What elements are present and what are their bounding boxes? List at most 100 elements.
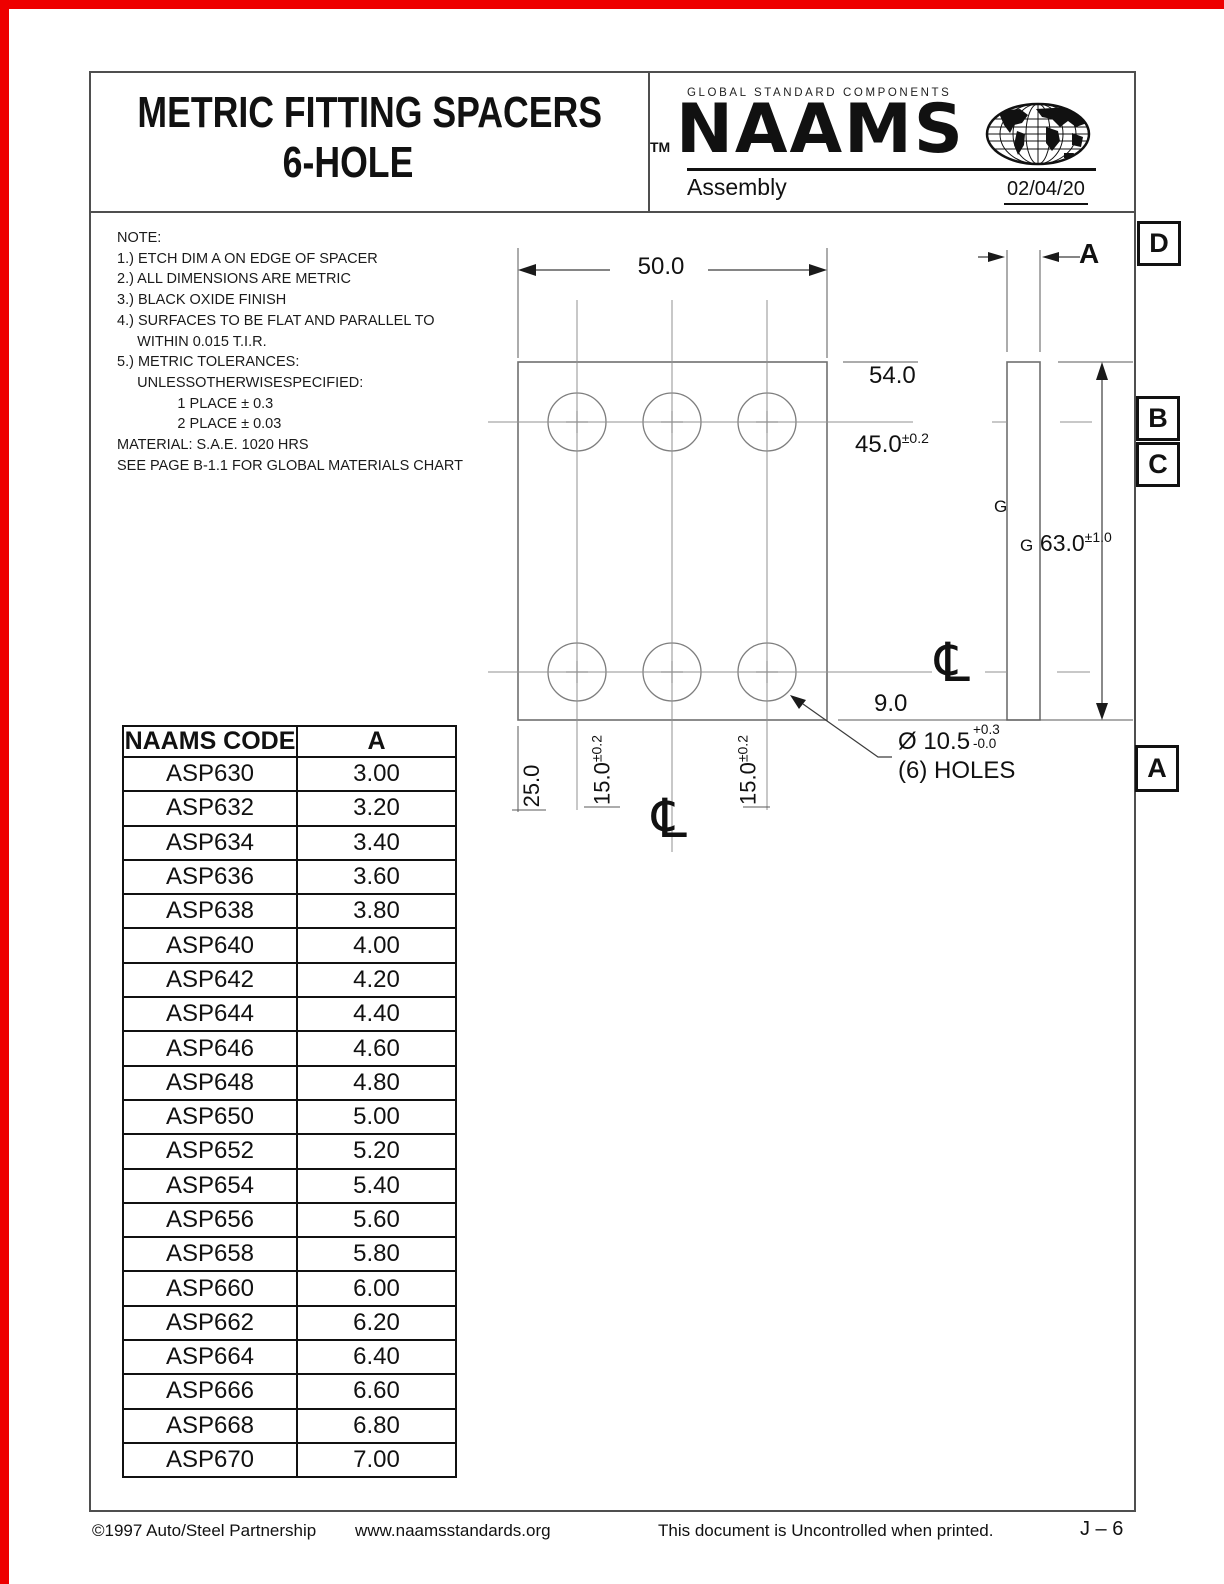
column-header-naams-code: NAAMS CODE: [122, 725, 298, 758]
table-row: ASP666 6.60: [122, 1373, 457, 1410]
column-header-a: A: [296, 725, 457, 758]
dim-a-cell: 5.80: [296, 1236, 457, 1273]
dim-15-right-label: 15.0±0.2: [734, 735, 761, 805]
dim-a-cell: 3.60: [296, 858, 457, 896]
naams-code-cell: ASP650: [122, 1098, 298, 1136]
note-line: SEE PAGE B-1.1 FOR GLOBAL MATERIALS CHAR…: [117, 457, 463, 474]
dim-a-cell: 5.00: [296, 1098, 457, 1136]
brand-tagline: GLOBAL STANDARD COMPONENTS: [687, 87, 952, 99]
table-row: ASP656 5.60: [122, 1201, 457, 1239]
hole-diameter: Ø 10.5: [898, 728, 971, 755]
note-line: 5.) METRIC TOLERANCES:: [117, 354, 300, 371]
note-line: 1.) ETCH DIM A ON EDGE OF SPACER: [117, 250, 378, 267]
zone-marker-c: C: [1136, 442, 1180, 487]
table-row: ASP634 3.40: [122, 824, 457, 861]
dim-45-label: 45.0±0.2: [855, 430, 929, 458]
dim-a-cell: 5.20: [296, 1133, 457, 1170]
brand-underline: [687, 168, 1096, 171]
table-row: ASP630 3.00: [122, 755, 457, 793]
naams-code-cell: ASP664: [122, 1339, 298, 1376]
table-row: ASP662 6.20: [122, 1304, 457, 1342]
dim-a-cell: 3.00: [296, 755, 457, 793]
page-title: METRIC FITTING SPACERS: [137, 88, 603, 137]
hole-tol-minus: -0.0: [973, 735, 997, 751]
dim-a-cell: 4.00: [296, 927, 457, 964]
naams-code-cell: ASP652: [122, 1133, 298, 1170]
note-line: 2.) ALL DIMENSIONS ARE METRIC: [117, 271, 351, 288]
title-logo-divider: [648, 71, 650, 213]
dim-15-left-tolerance: ±0.2: [588, 735, 605, 763]
dim-15-left-label: 15.0±0.2: [588, 735, 615, 805]
naams-code-cell: ASP630: [122, 755, 298, 793]
page-subtitle-holes: 6-HOLE: [282, 138, 414, 187]
header-divider: [89, 211, 1136, 213]
table-row: ASP654 5.40: [122, 1167, 457, 1204]
dim-height-label: 54.0: [869, 362, 916, 389]
dim-a-cell: 7.00: [296, 1441, 457, 1479]
note-line: WITHIN 0.015 T.I.R.: [117, 333, 267, 350]
naams-code-cell: ASP642: [122, 961, 298, 999]
dim-a-label: A: [1079, 238, 1100, 269]
centerline-symbol-bottom: ℄: [645, 787, 694, 850]
dim-a-cell: 4.40: [296, 996, 457, 1033]
spec-table: NAAMS CODE A ASP630 3.00 ASP632 3.20 ASP…: [122, 725, 457, 1479]
naams-code-cell: ASP648: [122, 1064, 298, 1101]
dim-a-cell: 6.40: [296, 1339, 457, 1376]
globe-icon: [985, 102, 1091, 166]
table-row: ASP638 3.80: [122, 893, 457, 930]
table-row: ASP664 6.40: [122, 1339, 457, 1376]
naams-code-cell: ASP644: [122, 996, 298, 1033]
table-row: ASP632 3.20: [122, 790, 457, 827]
dim-a-cell: 6.00: [296, 1270, 457, 1307]
table-row: ASP640 4.00: [122, 927, 457, 964]
table-row: ASP652 5.20: [122, 1133, 457, 1170]
copyright-text: ©1997 Auto/Steel Partnership: [92, 1521, 317, 1540]
note-line: 2 PLACE ± 0.03: [117, 416, 282, 433]
naams-code-cell: ASP654: [122, 1167, 298, 1204]
dim-a-cell: 5.40: [296, 1167, 457, 1204]
spec-table-header-row: NAAMS CODE A: [122, 725, 457, 758]
dim-a-cell: 4.80: [296, 1064, 457, 1101]
hole-count: (6) HOLES: [898, 757, 1016, 784]
table-row: ASP644 4.40: [122, 996, 457, 1033]
dim-15-right-tolerance: ±0.2: [734, 735, 751, 763]
note-line: 1 PLACE ± 0.3: [117, 395, 274, 412]
naams-code-cell: ASP662: [122, 1304, 298, 1342]
dim-a-cell: 6.60: [296, 1373, 457, 1410]
table-row: ASP660 6.00: [122, 1270, 457, 1307]
naams-code-cell: ASP640: [122, 927, 298, 964]
table-row: ASP650 5.00: [122, 1098, 457, 1136]
dim-a-cell: 3.80: [296, 893, 457, 930]
page-edge-left-bar: [0, 0, 9, 1584]
zone-marker-a: A: [1135, 745, 1179, 792]
hole-callout: Ø 10.5 +0.3 -0.0 (6) HOLES: [898, 723, 1016, 785]
dim-63-label: G 63.0±1.0: [1020, 529, 1112, 556]
dim-a-cell: 5.60: [296, 1201, 457, 1239]
spacer-drawing: [488, 248, 1133, 852]
dim-a-cell: 6.20: [296, 1304, 457, 1342]
page-number: J – 6: [1080, 1518, 1124, 1540]
website-text: www.naamsstandards.org: [355, 1521, 551, 1540]
dim-a-cell: 4.60: [296, 1030, 457, 1067]
table-row: ASP642 4.20: [122, 961, 457, 999]
centerline-symbol-right: ℄: [928, 631, 977, 694]
dim-9-label: 9.0: [874, 690, 908, 717]
naams-code-cell: ASP636: [122, 858, 298, 896]
brand-logo-text: NAAMS: [676, 90, 965, 169]
table-row: ASP636 3.60: [122, 858, 457, 896]
dim-a-cell: 4.20: [296, 961, 457, 999]
trademark-label: TM: [650, 139, 671, 155]
title-block: METRIC FITTING SPACERS 6-HOLE: [88, 88, 608, 188]
naams-code-cell: ASP660: [122, 1270, 298, 1307]
note-line: MATERIAL: S.A.E. 1020 HRS: [117, 437, 309, 454]
naams-code-cell: ASP668: [122, 1407, 298, 1444]
datum-g1-label: G: [994, 497, 1008, 516]
revision-date: 02/04/20: [1004, 178, 1088, 205]
uncontrolled-text: This document is Uncontrolled when print…: [658, 1521, 994, 1540]
table-row: ASP668 6.80: [122, 1407, 457, 1444]
naams-code-cell: ASP656: [122, 1201, 298, 1239]
naams-code-cell: ASP638: [122, 893, 298, 930]
dim-width-label: 50.0: [637, 253, 685, 280]
